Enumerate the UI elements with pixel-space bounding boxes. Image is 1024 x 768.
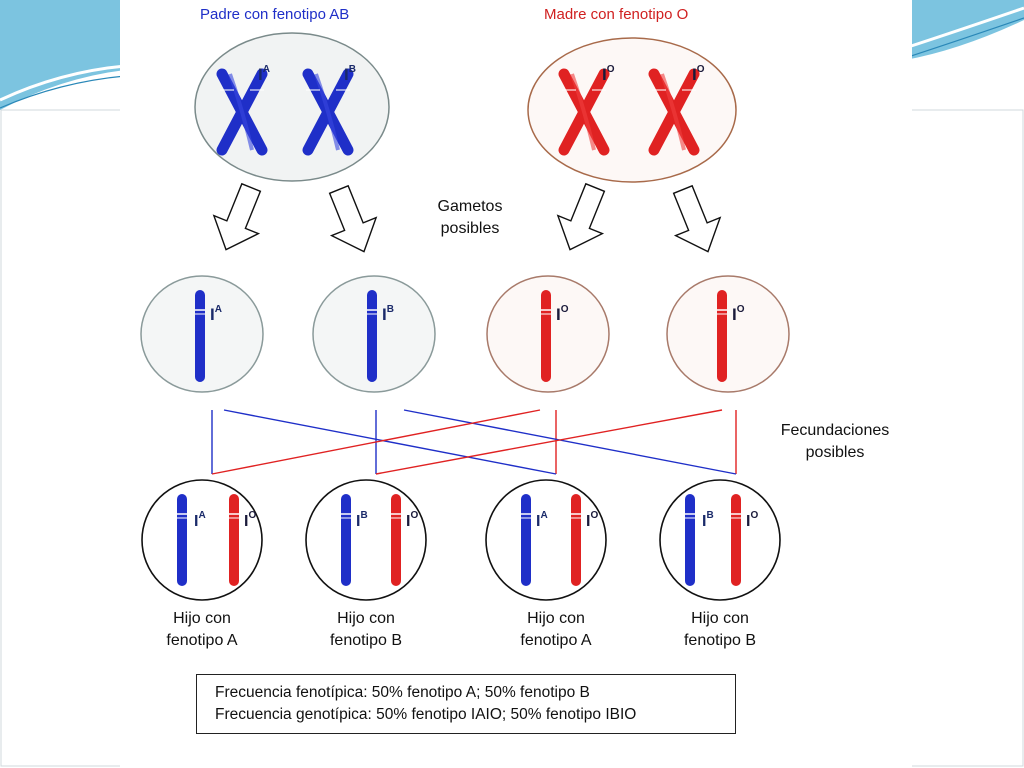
child-4-left-allele: IB (702, 510, 714, 530)
child-1-caption: Hijo con fenotipo A (166, 610, 238, 649)
gamete-allele-3: IO (556, 304, 569, 324)
arrow-down-icon (659, 179, 731, 262)
father-cell (194, 32, 390, 182)
child-3-left-allele: IA (536, 510, 548, 530)
frequency-box: Frecuencia fenotípica: 50% fenotipo A; 5… (196, 674, 736, 734)
gamete-allele-4: IO (732, 304, 745, 324)
genotypic-frequency: Frecuencia genotípica: 50% fenotipo IAIO… (215, 706, 637, 723)
fertilizations-label: Fecundaciones posibles (780, 422, 890, 461)
arrow-down-icon (315, 179, 387, 262)
child-cell-3: IA IO (485, 479, 607, 601)
child-2-left-allele: IB (356, 510, 368, 530)
slide-swoosh-left (0, 0, 125, 110)
father-title: Padre con fenotipo AB (200, 6, 350, 23)
mother-cell (527, 37, 737, 183)
gamete-allele-1: IA (210, 304, 222, 324)
child-2-caption: Hijo con fenotipo B (329, 610, 403, 649)
father-allele-2: IB (344, 64, 356, 84)
child-4-caption: Hijo con fenotipo B (683, 610, 757, 649)
fertilization-lines (211, 409, 737, 475)
mother-allele-1: IO (602, 64, 615, 84)
child-cell-4: IB IO (659, 479, 781, 601)
inheritance-diagram: IA IB IO IO IA IB IO IO (120, 0, 912, 768)
mother-allele-2: IO (692, 64, 705, 84)
arrow-down-icon (203, 177, 275, 260)
child-cell-1: IA IO (141, 479, 263, 601)
phenotypic-frequency: Frecuencia fenotípica: 50% fenotipo A; 5… (215, 684, 590, 701)
gametes-label: Gametos posibles (437, 198, 503, 237)
gamete-cell-4 (666, 275, 790, 393)
mother-title: Madre con fenotipo O (544, 6, 689, 23)
slide-swoosh-right (905, 0, 1024, 60)
gamete-allele-2: IB (382, 304, 394, 324)
child-1-left-allele: IA (194, 510, 206, 530)
arrow-down-icon (547, 177, 619, 260)
father-allele-1: IA (258, 64, 270, 84)
child-cell-2: IB IO (305, 479, 427, 601)
child-3-caption: Hijo con fenotipo A (520, 610, 592, 649)
